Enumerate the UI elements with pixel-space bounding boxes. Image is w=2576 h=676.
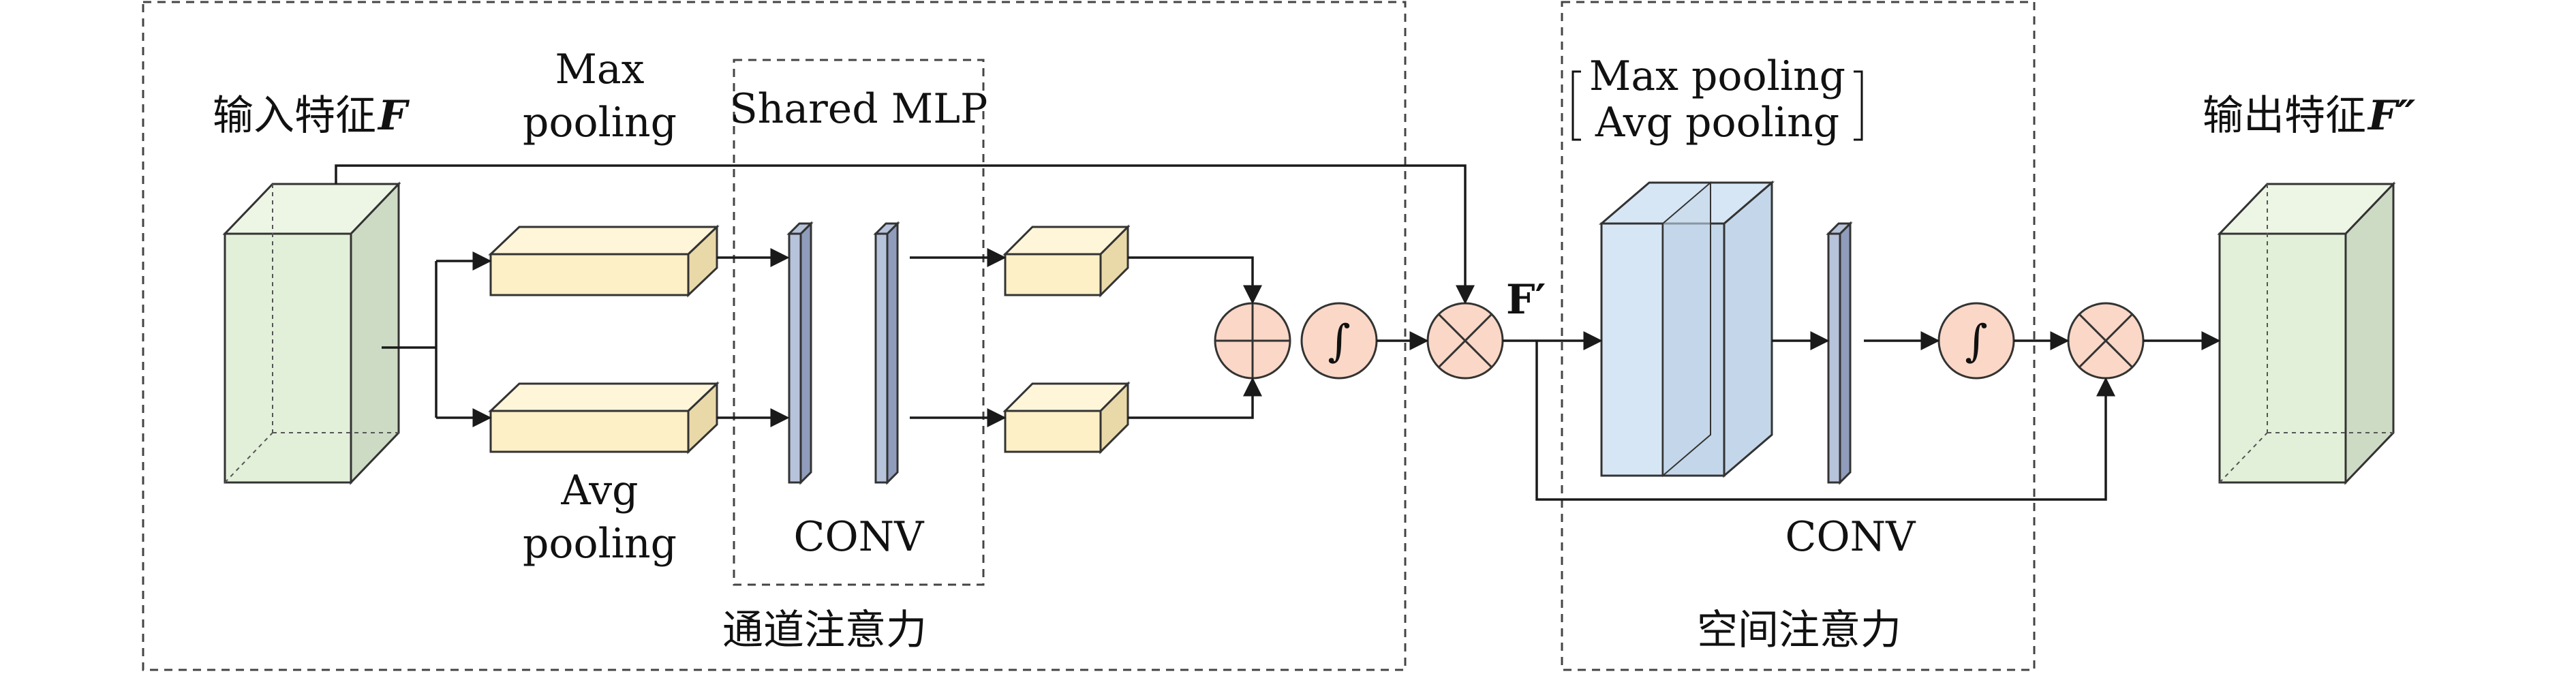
- integral-icon: ∫: [1328, 316, 1350, 367]
- multiply-operator-channel: [1426, 302, 1504, 380]
- spatial-attention-box: [1561, 1, 2036, 671]
- shared-mlp-box: [733, 59, 985, 586]
- integral-icon-spatial: ∫: [1965, 316, 1987, 367]
- shared-mlp-label: Shared MLP: [730, 85, 988, 133]
- conv-spatial-label: CONV: [1785, 513, 1917, 561]
- conv-channel-label: CONV: [794, 513, 925, 561]
- max-pooling-bar: [488, 224, 720, 298]
- input-feature-cube: [222, 181, 401, 485]
- spatial-pooling-stack: [1598, 180, 1775, 478]
- input-feature-symbol: F: [377, 92, 410, 140]
- connections: [335, 164, 2221, 501]
- channel-attention-box: [142, 1, 1407, 671]
- sigmoid-operator-channel: ∫: [1300, 302, 1378, 380]
- spatial-conv-slab: [1826, 221, 1853, 485]
- f-prime-label: F′: [1506, 276, 1546, 324]
- channel-attention-label: 通道注意力: [722, 606, 927, 654]
- concat-avg-pooling-label: Avg pooling: [1595, 99, 1839, 147]
- multiply-operator-spatial: [2067, 302, 2145, 380]
- channel-descriptor-avg: [1002, 381, 1131, 455]
- output-feature-symbol: F″: [2367, 92, 2416, 140]
- max-pooling-label-2: pooling: [523, 99, 677, 147]
- input-feature-label: 输入特征: [213, 92, 376, 140]
- output-feature-label: 输出特征: [2203, 92, 2366, 140]
- channel-descriptor-max: [1002, 224, 1131, 298]
- spatial-attention-label: 空间注意力: [1697, 606, 1901, 654]
- sigmoid-operator-spatial: ∫: [1937, 302, 2015, 380]
- output-feature-cube: [2217, 181, 2396, 485]
- max-pooling-label-1: Max: [555, 46, 644, 93]
- concat-max-pooling-label: Max pooling: [1589, 52, 1845, 100]
- add-operator: [1214, 302, 1291, 380]
- mlp-layer-1: [786, 221, 814, 485]
- mlp-layer-2: [873, 221, 900, 485]
- avg-pooling-label-1: Avg: [560, 467, 638, 514]
- concat-bracket: [1571, 70, 1863, 141]
- avg-pooling-label-2: pooling: [523, 520, 677, 568]
- avg-pooling-bar: [488, 381, 720, 455]
